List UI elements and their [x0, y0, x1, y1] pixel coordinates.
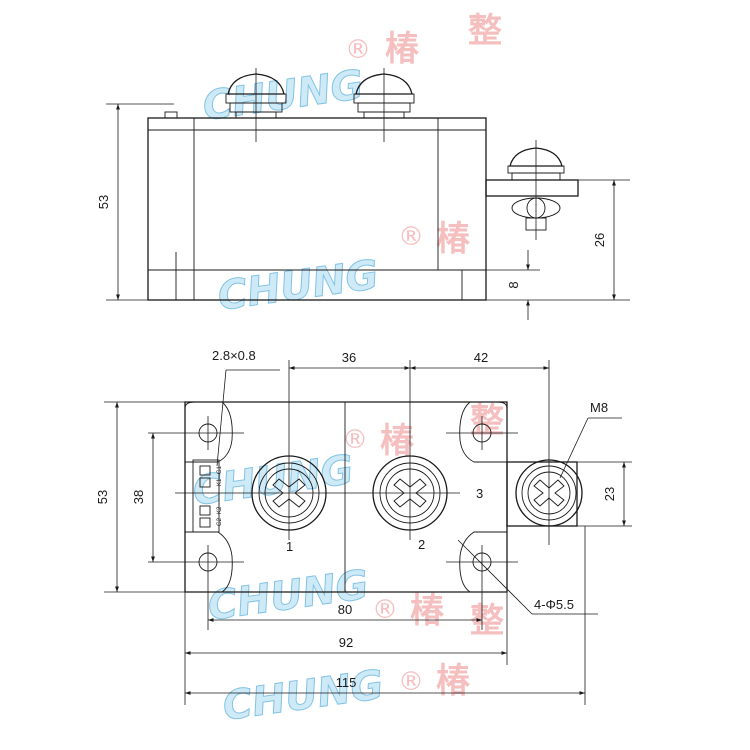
dim-side-height-label: 53 — [96, 195, 111, 209]
watermark-latin: CHUNG — [220, 662, 386, 730]
watermark-cjk: 整 — [468, 11, 502, 51]
watermark-registered-mark: ® — [342, 425, 368, 455]
side-terminal-2-screw — [353, 68, 415, 142]
pin-block-outline — [192, 459, 220, 533]
terminal-3-bracket — [485, 179, 579, 197]
side-terminal-1-screw — [225, 68, 287, 142]
side-gate-pin — [164, 111, 178, 119]
screw-leader — [559, 417, 589, 479]
pin-size-label: 2.8×0.8 — [212, 348, 256, 363]
terminal-3-tab — [506, 461, 578, 527]
dim-body-length-label: 92 — [339, 635, 353, 650]
dim-overall-length-label: 115 — [336, 675, 357, 690]
screw-label: M8 — [590, 400, 608, 415]
top-view: G1 K1 K2 G2 — [95, 348, 632, 705]
watermark-cjk: 整 — [470, 601, 504, 641]
mount-holes-leader — [457, 539, 533, 615]
mount-hole-top-right — [446, 416, 518, 450]
watermark-2: CHUNG ® 椿 — [214, 219, 471, 320]
watermark-cjk: 椿 — [385, 29, 420, 69]
watermark-cjk: 椿 — [436, 219, 471, 259]
pin-g2 — [199, 517, 211, 528]
pin-g2-label: G2 — [217, 517, 223, 526]
watermark-cjk: 椿 — [436, 661, 471, 701]
terminal-1-label: 1 — [286, 539, 293, 554]
pin-k1-label: K1 — [217, 478, 223, 486]
gate-pin-block: G1 K1 K2 G2 — [192, 459, 223, 533]
dim-terminal-height-label: 26 — [592, 233, 607, 247]
terminal-2-label: 2 — [418, 537, 425, 552]
mount-ear-top-right — [459, 401, 508, 463]
watermark-cjk: 椿 — [380, 421, 415, 461]
watermark-latin: CHUNG — [200, 62, 366, 130]
watermark-latin: CHUNG — [215, 252, 381, 320]
watermark-registered-mark: ® — [398, 222, 424, 252]
dim-terminal-pitch-1-2-label: 36 — [342, 350, 356, 365]
watermark-registered-mark: ® — [398, 667, 424, 697]
mount-hole-bottom-right — [446, 545, 518, 630]
mount-holes-label: 4-Φ5.5 — [534, 597, 574, 612]
dim-terminal3-width-label: 23 — [602, 487, 617, 501]
side-terminal-3 — [485, 140, 579, 240]
dim-top-height-label: 53 — [95, 490, 110, 504]
watermark-registered-mark: ® — [372, 595, 398, 625]
mount-ear-bottom-right — [459, 531, 507, 593]
mount-hole-top-left — [148, 416, 244, 450]
mount-ear-top-left — [184, 401, 233, 463]
pin-k1 — [199, 477, 211, 488]
watermark-registered-mark: ® — [345, 35, 371, 65]
pin-g1-label: G1 — [217, 465, 223, 474]
pin-g1 — [199, 465, 211, 476]
side-body-outline — [147, 117, 487, 301]
side-view: 53 26 8 — [96, 68, 630, 320]
dim-hole-pitch-vertical-label: 38 — [131, 490, 146, 504]
watermark-latin: CHUNG — [190, 447, 356, 515]
mount-hole-bottom-left — [148, 545, 244, 630]
dim-base-height-label: 8 — [506, 281, 521, 288]
watermark-1: CHUNG ® 椿 整 — [199, 11, 502, 130]
dim-terminal-pitch-2-3-label: 42 — [474, 350, 488, 365]
pin-k2 — [199, 505, 211, 516]
terminal-3-label: 3 — [476, 486, 483, 501]
mount-ear-bottom-left — [185, 531, 233, 593]
dim-hole-pitch-horizontal-label: 80 — [338, 602, 352, 617]
pin-size-leader — [216, 369, 227, 467]
watermark-cjk: 椿 — [410, 591, 445, 631]
pin-k2-label: K2 — [217, 506, 223, 514]
watermark-cjk: 整 — [470, 401, 504, 441]
